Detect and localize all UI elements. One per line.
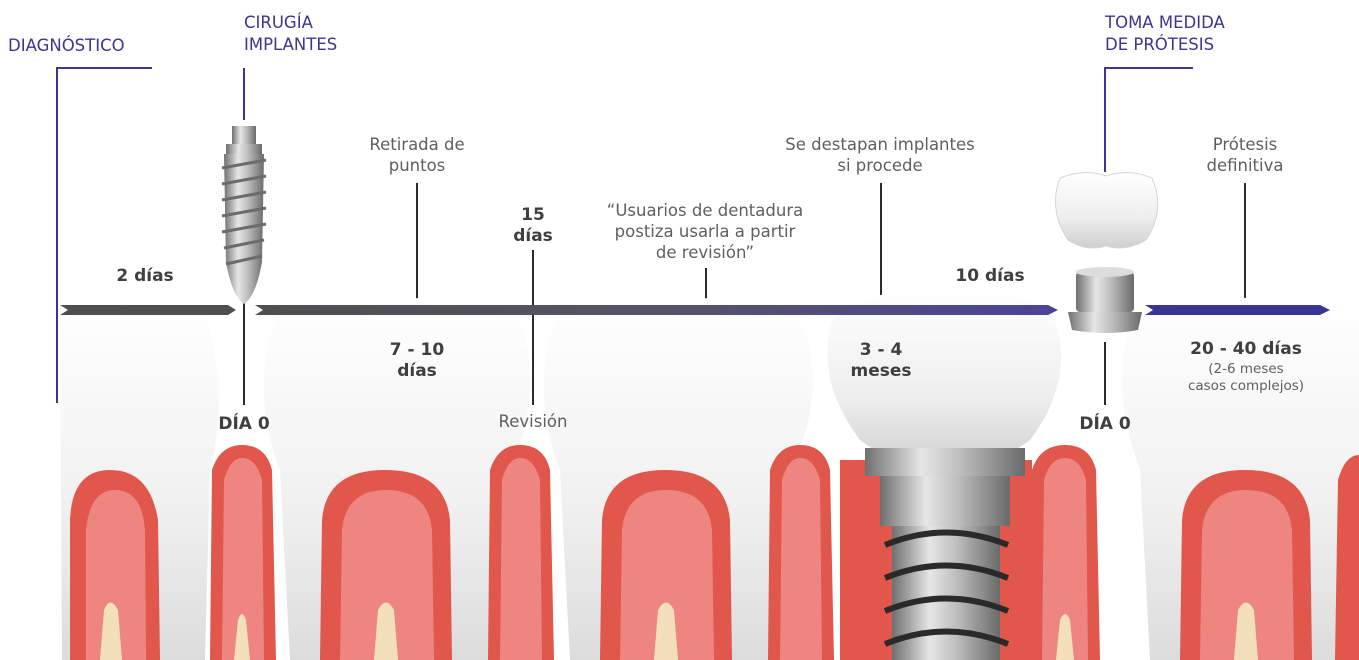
event-dentadura-note: “Usuarios de dentadura postiza usarla a … bbox=[606, 201, 804, 262]
marker-dia-0-protesis: DÍA 0 bbox=[1079, 414, 1131, 434]
event-protesis-definitiva: Prótesis definitiva bbox=[1206, 135, 1284, 175]
event-destapan-implantes: Se destapan implantes si procede bbox=[785, 135, 975, 175]
event-retirada-puntos: Retirada de puntos bbox=[369, 135, 465, 175]
abutment-icon bbox=[1068, 267, 1142, 333]
arrow-segment-2 bbox=[255, 305, 1058, 315]
tooth-5 bbox=[1122, 297, 1359, 660]
event-revision: Revisión bbox=[498, 412, 568, 431]
phase-toma-medida: TOMA MEDIDA DE PRÓTESIS bbox=[1105, 13, 1225, 54]
crown-icon bbox=[1055, 172, 1159, 249]
implant-screw-icon bbox=[221, 126, 267, 304]
phase-diagnostico: DIAGNÓSTICO bbox=[8, 36, 125, 55]
tooth-3 bbox=[543, 297, 813, 660]
tooth-1 bbox=[60, 299, 219, 660]
duration-20-40-note: (2-6 meses casos complejos) bbox=[1187, 361, 1305, 394]
teeth-row bbox=[60, 289, 1359, 660]
implant-tooth bbox=[827, 289, 1062, 660]
arrow-segment-3 bbox=[1145, 305, 1330, 315]
duration-15-dias: 15 días bbox=[513, 205, 553, 246]
timeline-arrows bbox=[60, 305, 1330, 315]
diagnostico-line bbox=[56, 67, 152, 403]
gums bbox=[210, 445, 1359, 660]
tooth-2 bbox=[263, 297, 531, 660]
duration-20-40-dias: 20 - 40 días bbox=[1190, 339, 1302, 359]
phase-cirugia-implantes: CIRUGÍA IMPLANTES bbox=[244, 13, 338, 54]
arrow-segment-1 bbox=[60, 305, 236, 315]
marker-dia-0-cirugia: DÍA 0 bbox=[218, 414, 270, 434]
duration-3-4-meses: 3 - 4 meses bbox=[850, 340, 912, 381]
duration-7-10-dias: 7 - 10 días bbox=[389, 340, 445, 381]
duration-10-dias: 10 días bbox=[955, 266, 1025, 286]
duration-2-dias: 2 días bbox=[116, 266, 174, 286]
toma-medida-line bbox=[1104, 67, 1193, 172]
